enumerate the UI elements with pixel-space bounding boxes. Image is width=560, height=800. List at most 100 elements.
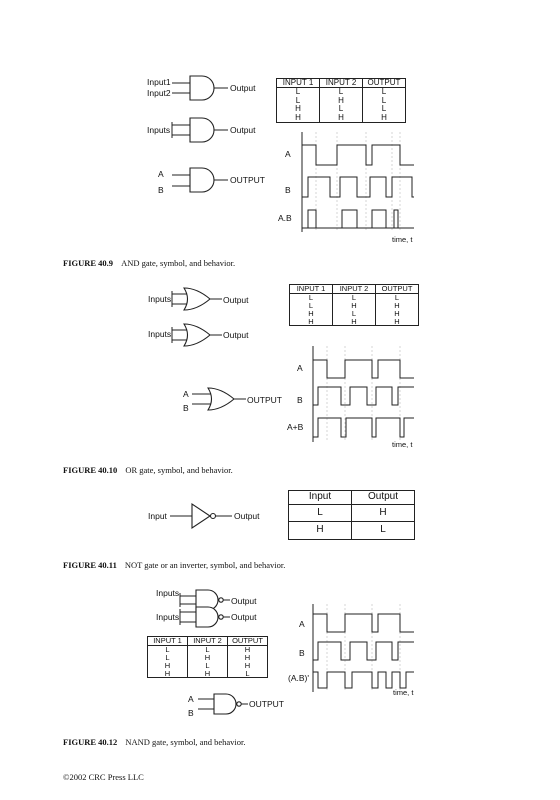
cell: L	[362, 104, 406, 114]
and-gate-3	[172, 167, 228, 193]
cell: H	[288, 521, 352, 540]
not-header-2: Output	[351, 490, 415, 505]
cell: H	[332, 317, 376, 327]
cell: H	[147, 669, 188, 679]
nand-output-label-1: Output	[231, 596, 257, 606]
or-wave-b-label: B	[297, 395, 303, 405]
and-inputs-label: Inputs	[147, 125, 171, 135]
cell: H	[227, 645, 268, 654]
cell: L	[362, 88, 406, 97]
or-gate-3	[192, 387, 246, 411]
and-a-label: A	[158, 169, 164, 179]
nand-wave-a-label: A	[299, 619, 305, 629]
caption-text: OR gate, symbol, and behavior.	[125, 465, 233, 475]
cell: H	[187, 669, 228, 679]
or-header-3: OUTPUT	[375, 284, 419, 294]
cell: H	[375, 317, 419, 327]
or-gate-2	[171, 323, 222, 347]
caption-text: NAND gate, symbol, and behavior.	[125, 737, 246, 747]
caption-text: AND gate, symbol, and behavior.	[121, 258, 236, 268]
caption-number: FIGURE 40.9	[63, 258, 114, 268]
cell: H	[375, 309, 419, 318]
and-output-label-1: Output	[230, 83, 256, 93]
caption-fig4012: FIGURE 40.12 NAND gate, symbol, and behav…	[63, 737, 245, 747]
caption-number: FIGURE 40.11	[63, 560, 117, 570]
or-wave-out-label: A+B	[287, 422, 304, 432]
or-waveforms	[312, 346, 414, 442]
nand-output-label-3: OUTPUT	[249, 699, 284, 709]
cell: L	[227, 669, 268, 679]
caption-text: NOT gate or an inverter, symbol, and beh…	[124, 560, 286, 570]
copyright-footer: ©2002 CRC Press LLC	[63, 772, 144, 782]
nand-time-label: time, t	[393, 688, 414, 697]
or-time-label: time, t	[392, 440, 413, 449]
and-gate-2	[171, 117, 228, 143]
nand-header-3: OUTPUT	[227, 636, 268, 646]
or-output-label-2: Output	[223, 330, 249, 340]
and-gate-1	[172, 75, 228, 101]
not-output-label: Output	[234, 511, 260, 521]
nand-inputs-label-1: Inputs	[156, 588, 180, 598]
and-waveforms	[301, 132, 414, 232]
cell: L	[351, 521, 415, 540]
cell: L	[375, 293, 419, 302]
caption-number: FIGURE 40.10	[63, 465, 118, 475]
or-output-label-3: OUTPUT	[247, 395, 282, 405]
and-b-label: B	[158, 185, 164, 195]
nand-wave-out-label: (A.B)'	[288, 673, 309, 683]
cell: H	[227, 653, 268, 662]
or-a-label: A	[183, 389, 189, 399]
nand-wave-b-label: B	[299, 648, 305, 658]
caption-fig409: FIGURE 40.9 AND gate, symbol, and behavio…	[63, 258, 235, 268]
caption-fig4011: FIGURE 40.11 NOT gate or an inverter, sym…	[63, 560, 285, 570]
cell: L	[362, 96, 406, 106]
nand-a-label: A	[188, 694, 194, 704]
and-wave-b-label: B	[285, 185, 291, 195]
cell: H	[319, 113, 363, 123]
and-header-3: OUTPUT	[362, 77, 406, 89]
cell: H	[276, 113, 320, 123]
caption-fig4010: FIGURE 40.10 OR gate, symbol, and behavio…	[63, 465, 233, 475]
nand-waveforms	[312, 604, 414, 692]
cell: H	[375, 301, 419, 310]
cell: H	[351, 504, 415, 522]
caption-number: FIGURE 40.12	[63, 737, 118, 747]
nand-gate-2	[179, 606, 230, 628]
or-wave-a-label: A	[297, 363, 303, 373]
and-output-label-3: OUTPUT	[230, 175, 265, 185]
not-header-1: Input	[288, 490, 352, 505]
or-gate-1	[171, 287, 222, 311]
not-gate	[170, 502, 232, 530]
or-output-label-1: Output	[223, 295, 249, 305]
cell: H	[362, 113, 406, 123]
nand-gate-3	[198, 693, 248, 715]
or-b-label: B	[183, 403, 189, 413]
and-input1-label: Input1	[147, 77, 171, 87]
and-time-label: time, t	[392, 235, 413, 244]
and-output-label-2: Output	[230, 125, 256, 135]
and-input2-label: Input2	[147, 88, 171, 98]
and-wave-out-label: A.B	[278, 213, 292, 223]
not-input-label: Input	[148, 511, 167, 521]
or-inputs-label-1: Inputs	[148, 294, 172, 304]
nand-inputs-label-2: Inputs	[156, 612, 180, 622]
nand-b-label: B	[188, 708, 194, 718]
